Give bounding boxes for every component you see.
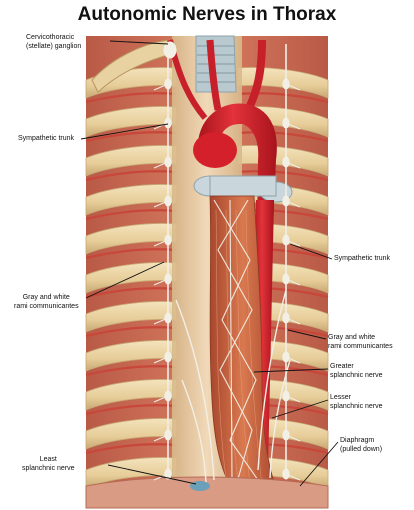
label-cervicothoracic-ganglion: Cervicothoracic (stellate) ganglion (26, 34, 82, 50)
splanchnic-nerves (175, 289, 291, 483)
ramus-communicans (153, 83, 169, 91)
label-rami-communicantes-left: Gray and white rami communicantes (14, 294, 79, 310)
intercostal-vessel (237, 170, 329, 182)
stellate-ganglion (163, 41, 177, 59)
ramus-communicans (153, 356, 169, 364)
ramus-communicans (285, 317, 301, 325)
ramus-communicans (153, 278, 169, 286)
carotid-artery (206, 39, 222, 111)
ramus-communicans (285, 356, 301, 364)
ramus-communicans (285, 473, 301, 481)
label-least-splanchnic-nerve: Least splanchnic nerve (22, 456, 75, 472)
ramus-communicans (285, 83, 301, 91)
ramus-communicans (285, 122, 301, 130)
sympathetic-trunks (153, 41, 301, 481)
intercostal-vessel (237, 131, 329, 143)
ramus-communicans (285, 434, 301, 442)
ramus-communicans (153, 434, 169, 442)
ramus-communicans (153, 473, 169, 481)
aortic-hiatus (190, 481, 210, 491)
ramus-communicans (285, 161, 301, 169)
ramus-communicans (285, 239, 301, 247)
ramus-communicans (153, 200, 169, 208)
ramus-communicans (153, 317, 169, 325)
page-title: Autonomic Nerves in Thorax (77, 4, 337, 25)
ramus-communicans (285, 200, 301, 208)
label-greater-splanchnic-nerve: Greater splanchnic nerve (330, 363, 383, 379)
ascending-aorta (193, 132, 237, 168)
label-sympathetic-trunk-left: Sympathetic trunk (18, 135, 75, 142)
ramus-communicans (285, 395, 301, 403)
label-sympathetic-trunk-right: Sympathetic trunk (334, 255, 391, 262)
intercostal-vessel (237, 92, 329, 104)
esophageal-plexus (213, 199, 259, 487)
subclavian-artery (244, 39, 266, 112)
label-diaphragm: Diaphragm (pulled down) (340, 437, 383, 453)
ramus-communicans (153, 161, 169, 169)
leader-lines (80, 40, 339, 487)
label-lesser-splanchnic-nerve: Lesser splanchnic nerve (330, 394, 383, 410)
ramus-communicans (153, 395, 169, 403)
label-rami-communicantes-right: Gray and white rami communicantes (328, 334, 393, 350)
ramus-communicans (153, 239, 169, 247)
diaphragm (85, 476, 329, 509)
ramus-communicans (285, 278, 301, 286)
